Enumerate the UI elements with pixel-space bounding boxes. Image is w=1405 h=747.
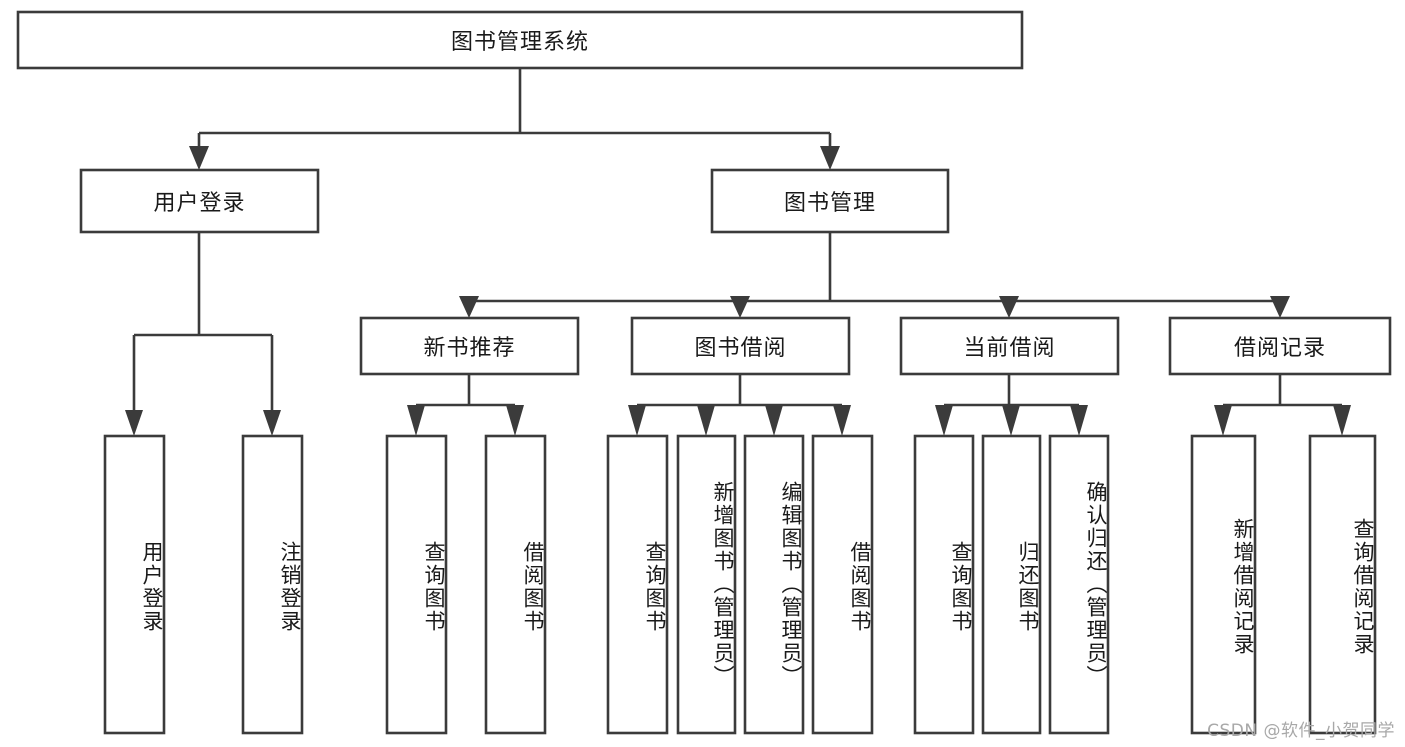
- arrow-head-icon: [697, 405, 715, 436]
- node-leaf-box[interactable]: [103, 434, 166, 735]
- arrow-head-icon: [833, 405, 851, 436]
- arrow-head-icon: [506, 405, 524, 436]
- node-level3-box-book-borrow[interactable]: [630, 316, 851, 376]
- arrow-head-icon: [407, 405, 425, 436]
- arrow-head-icon: [999, 296, 1019, 318]
- arrow-head-icon: [1070, 405, 1088, 436]
- node-leaf-box[interactable]: [385, 434, 448, 735]
- node-level2-box-user-login[interactable]: [79, 168, 320, 234]
- arrow-head-icon: [628, 405, 646, 436]
- node-leaf-box[interactable]: [1048, 434, 1110, 735]
- node-leaf-box[interactable]: [913, 434, 975, 735]
- arrow-head-icon: [189, 146, 209, 170]
- arrow-head-icon: [730, 296, 750, 318]
- node-leaf-box[interactable]: [606, 434, 669, 735]
- node-leaf-box[interactable]: [241, 434, 304, 735]
- arrow-head-icon: [459, 296, 479, 318]
- node-leaf-box[interactable]: [676, 434, 737, 735]
- node-level2-box-book-management[interactable]: [710, 168, 950, 234]
- node-leaf-box[interactable]: [743, 434, 805, 735]
- arrow-head-icon: [1002, 405, 1020, 436]
- node-root-box[interactable]: [16, 10, 1024, 70]
- connector-group-book-management: [459, 232, 1290, 318]
- node-level3-box-borrow-record[interactable]: [1168, 316, 1392, 376]
- connector-group-root: [189, 68, 840, 170]
- node-leaf-box[interactable]: [484, 434, 547, 735]
- arrow-head-icon: [820, 146, 840, 170]
- connector-group-book-borrow: [628, 374, 851, 436]
- node-level3-box-new-book-recommend[interactable]: [359, 316, 580, 376]
- node-level3-box-current-borrow[interactable]: [899, 316, 1120, 376]
- arrow-head-icon: [935, 405, 953, 436]
- arrow-head-icon: [263, 410, 281, 436]
- node-leaf-box[interactable]: [1308, 434, 1377, 735]
- connector-group-new-book-recommend: [407, 374, 524, 436]
- arrow-head-icon: [765, 405, 783, 436]
- connector-group-user-login: [125, 232, 281, 436]
- connector-group-borrow-record: [1214, 374, 1351, 436]
- connector-group-current-borrow: [935, 374, 1088, 436]
- arrow-head-icon: [1333, 405, 1351, 436]
- node-leaf-box[interactable]: [1190, 434, 1257, 735]
- arrow-head-icon: [1270, 296, 1290, 318]
- arrow-head-icon: [1214, 405, 1232, 436]
- node-leaf-box[interactable]: [811, 434, 874, 735]
- arrow-head-icon: [125, 410, 143, 436]
- node-leaf-box[interactable]: [981, 434, 1042, 735]
